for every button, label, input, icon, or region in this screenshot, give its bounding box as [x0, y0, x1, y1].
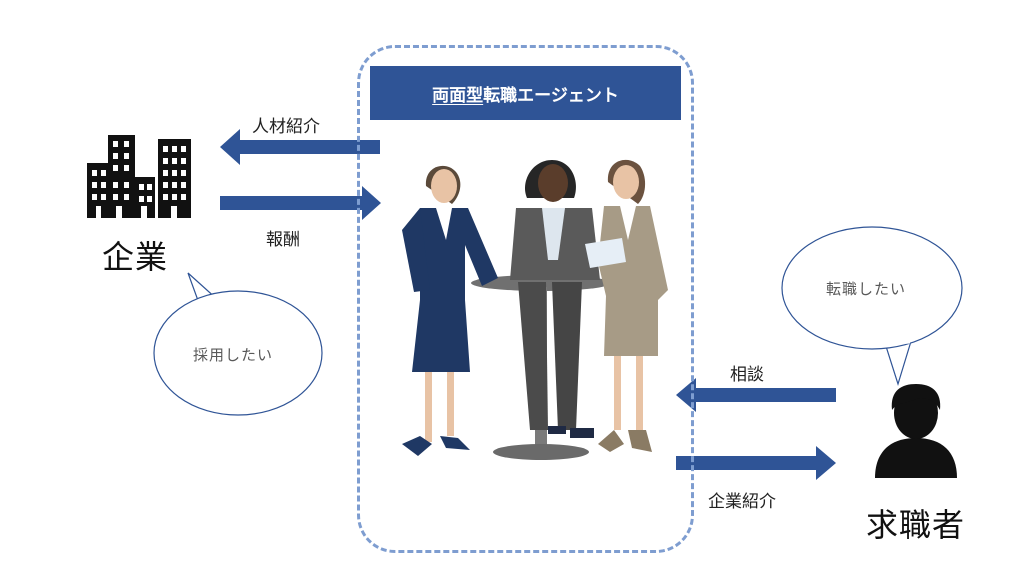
agency-title-rest: 転職エージェント	[483, 85, 619, 106]
flow-to-company-label: 人材紹介	[252, 117, 320, 137]
agency-title-underlined: 両面型	[432, 85, 484, 106]
arrow-to-company	[220, 129, 380, 165]
arrow-from-seeker	[676, 378, 836, 412]
company-label: 企業	[102, 238, 169, 276]
arrow-to-seeker	[676, 446, 836, 480]
seeker-speech-bubble	[781, 226, 963, 387]
seeker-bubble-text: 転職したい	[826, 280, 907, 298]
seeker-label: 求職者	[866, 506, 966, 544]
arrow-from-company	[220, 186, 381, 220]
company-speech-bubble	[153, 272, 323, 416]
building-icon	[87, 135, 191, 218]
person-icon	[875, 384, 957, 478]
flow-from-seeker-label: 相談	[730, 365, 764, 385]
agency-banner: 両面型転職エージェント	[370, 66, 681, 120]
agency-frame	[357, 45, 694, 553]
flow-from-company-label: 報酬	[266, 230, 300, 250]
flow-to-seeker-label: 企業紹介	[708, 492, 776, 512]
business-people-illustration	[402, 159, 668, 460]
company-bubble-text: 採用したい	[193, 346, 274, 364]
